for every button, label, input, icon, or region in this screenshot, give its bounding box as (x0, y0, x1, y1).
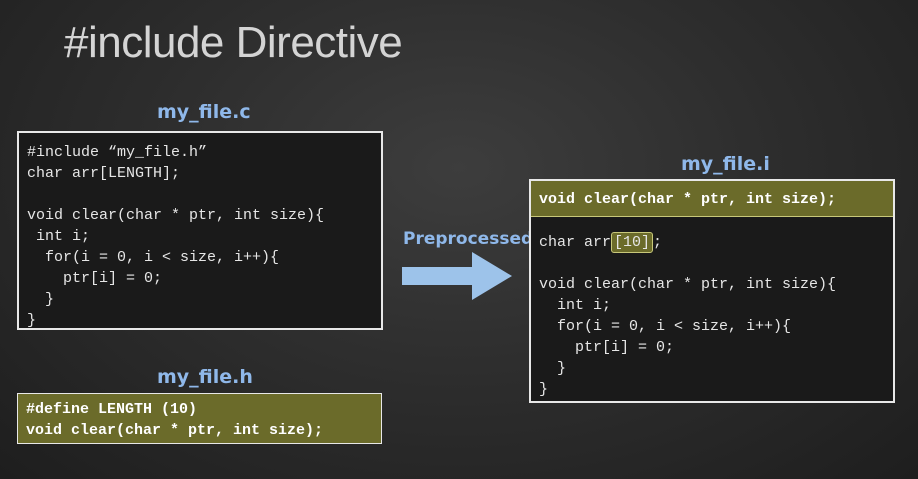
code-line: int i; (27, 228, 91, 245)
file-h-label: my_file.h (157, 366, 253, 388)
preprocessed-label: Preprocessed (403, 229, 534, 249)
code-line: int i; (539, 297, 612, 314)
file-c-label: my_file.c (157, 101, 251, 123)
code-line-arr: char arr[10]; (539, 232, 885, 253)
code-line: void clear(char * ptr, int size){ (539, 276, 837, 293)
code-line (539, 253, 885, 274)
code-line: ptr[i] = 0; (27, 270, 163, 287)
right-arrow-icon (402, 252, 512, 300)
highlighted-length: [10] (611, 232, 654, 253)
code-line: } (539, 360, 567, 377)
code-line: for(i = 0, i < size, i++){ (27, 249, 280, 266)
code-line (27, 184, 373, 205)
code-text: char arr (539, 234, 612, 251)
code-line: ptr[i] = 0; (539, 339, 675, 356)
slide-title: #include Directive (64, 18, 403, 67)
code-line: } (27, 312, 37, 329)
file-i-code-box: void clear(char * ptr, int size); char a… (529, 179, 895, 403)
code-line: char arr[LENGTH]; (27, 165, 181, 182)
code-text: ; (653, 234, 663, 251)
file-c-code-box: #include “my_file.h” char arr[LENGTH]; v… (17, 131, 383, 330)
code-line: #include “my_file.h” (27, 144, 208, 161)
code-line: } (539, 381, 549, 398)
file-i-label: my_file.i (681, 153, 770, 175)
file-h-code-box: #define LENGTH (10) void clear(char * pt… (17, 393, 382, 444)
code-line: void clear(char * ptr, int size){ (27, 207, 325, 224)
code-line: void clear(char * ptr, int size); (539, 189, 885, 210)
highlighted-prototype: void clear(char * ptr, int size); (531, 181, 893, 217)
code-line: for(i = 0, i < size, i++){ (539, 318, 792, 335)
code-line: void clear(char * ptr, int size); (26, 420, 373, 441)
code-line: } (27, 291, 55, 308)
code-line: #define LENGTH (10) (26, 399, 373, 420)
